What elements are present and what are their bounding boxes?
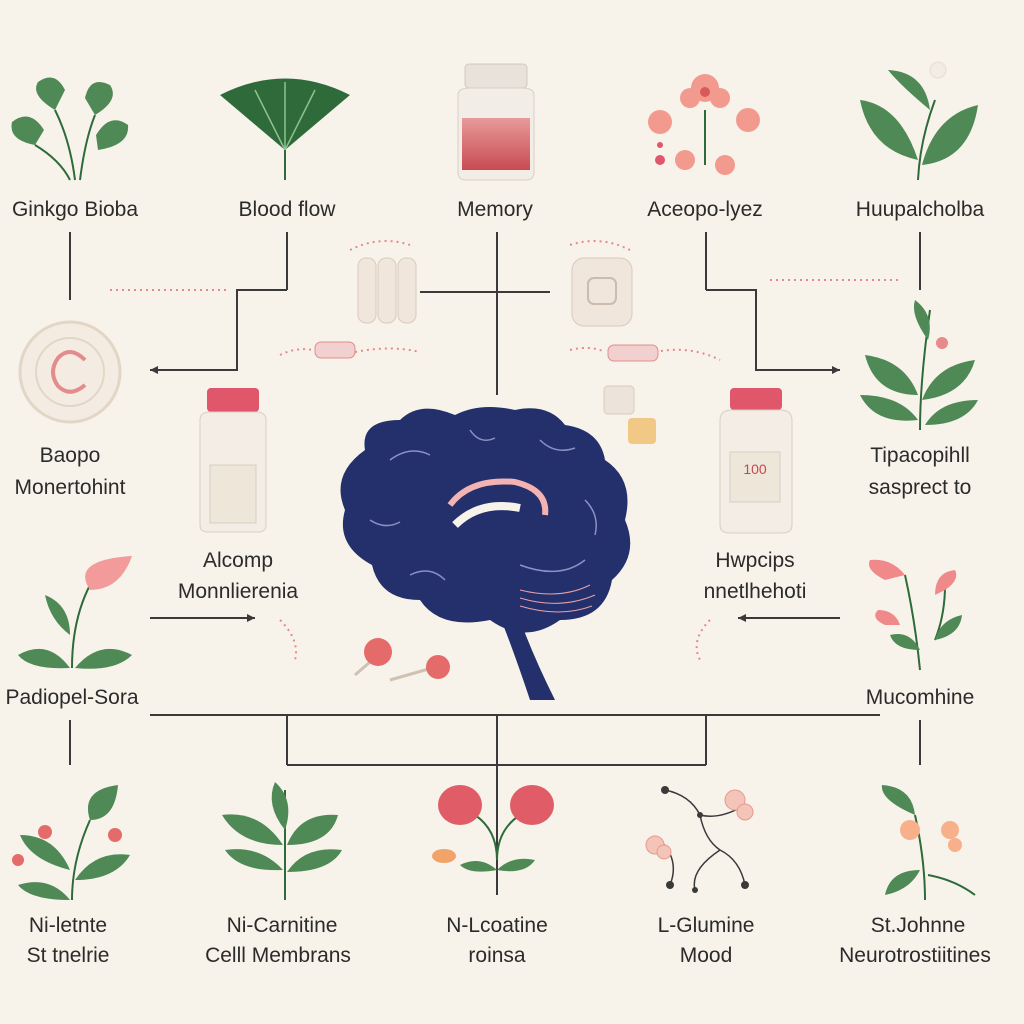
label-mid-left-1a: Baopo: [40, 444, 101, 467]
label-bottom-1b: St tnelrie: [27, 944, 110, 967]
label-top-4: Aceopo-lyez: [647, 198, 763, 221]
bottle-label-text: 100: [743, 461, 767, 477]
supplement-bottle-left-icon: [199, 388, 267, 533]
label-top-3: Memory: [457, 198, 533, 221]
label-mid-right-1a: Tipacopihll: [870, 444, 970, 467]
label-bottom-4b: Mood: [680, 944, 733, 967]
pink-leaf-plant-icon: [18, 556, 132, 669]
label-mid-right-1b: sasprect to: [869, 476, 972, 499]
labels: Ginkgo Bioba Blood flow Memory Aceopo-ly…: [5, 198, 990, 967]
label-bottom-2a: Ni-Carnitine: [227, 914, 338, 937]
label-mid-left-1b: Monertohint: [15, 476, 126, 499]
label-bottom-1a: Ni-letnte: [29, 914, 107, 937]
label-left-lower: Padiopel-Sora: [5, 686, 138, 709]
label-mid-right-2a: Hwpcips: [715, 549, 794, 572]
capsule-stack-icon: [357, 257, 417, 324]
label-bottom-3b: roinsa: [468, 944, 526, 967]
leaf-sprig-icon: [860, 61, 978, 181]
st-johns-sprig-icon: [881, 785, 976, 901]
label-bottom-4a: L-Glumine: [658, 914, 755, 937]
label-mid-left-2a: Alcomp: [203, 549, 273, 572]
budding-branch-icon: [860, 300, 978, 431]
twin-berries-icon: [432, 785, 554, 872]
pill-strip-icon: [314, 341, 659, 362]
cube-icon: [603, 385, 656, 444]
label-top-2: Blood flow: [239, 198, 337, 221]
label-mid-left-2b: Monnlierenia: [178, 580, 299, 603]
dotted-connectors: [110, 240, 900, 661]
supplement-bottle-right-icon: 100: [719, 388, 793, 534]
arrow-heads: [150, 366, 840, 622]
label-top-1: Ginkgo Bioba: [12, 198, 138, 221]
brain-icon: [340, 406, 631, 700]
label-bottom-3a: N-Lcoatine: [446, 914, 548, 937]
seal-badge-icon: [18, 320, 122, 424]
fan-leaf-icon: [220, 78, 350, 180]
molecule-icon: [645, 786, 754, 893]
label-right-lower: Mucomhine: [866, 686, 975, 709]
label-bottom-2b: Celll Membrans: [205, 944, 351, 967]
leafy-stem-icon: [222, 782, 342, 900]
jar-icon: [457, 63, 535, 181]
label-bottom-5a: St.Johnne: [871, 914, 966, 937]
flower-cluster-icon: [648, 74, 760, 175]
label-top-5: Huupalcholba: [856, 198, 985, 221]
berry-plant-icon: [12, 785, 130, 901]
connector-lines: [69, 232, 921, 895]
label-mid-right-2b: nnetlhehoti: [704, 580, 807, 603]
ginkgo-leaf-icon: [11, 77, 129, 181]
tablet-box-icon: [571, 257, 633, 327]
label-bottom-5b: Neurotrostiitines: [839, 944, 991, 967]
pin-icon: [354, 638, 450, 682]
trumpet-flower-icon: [869, 559, 962, 671]
